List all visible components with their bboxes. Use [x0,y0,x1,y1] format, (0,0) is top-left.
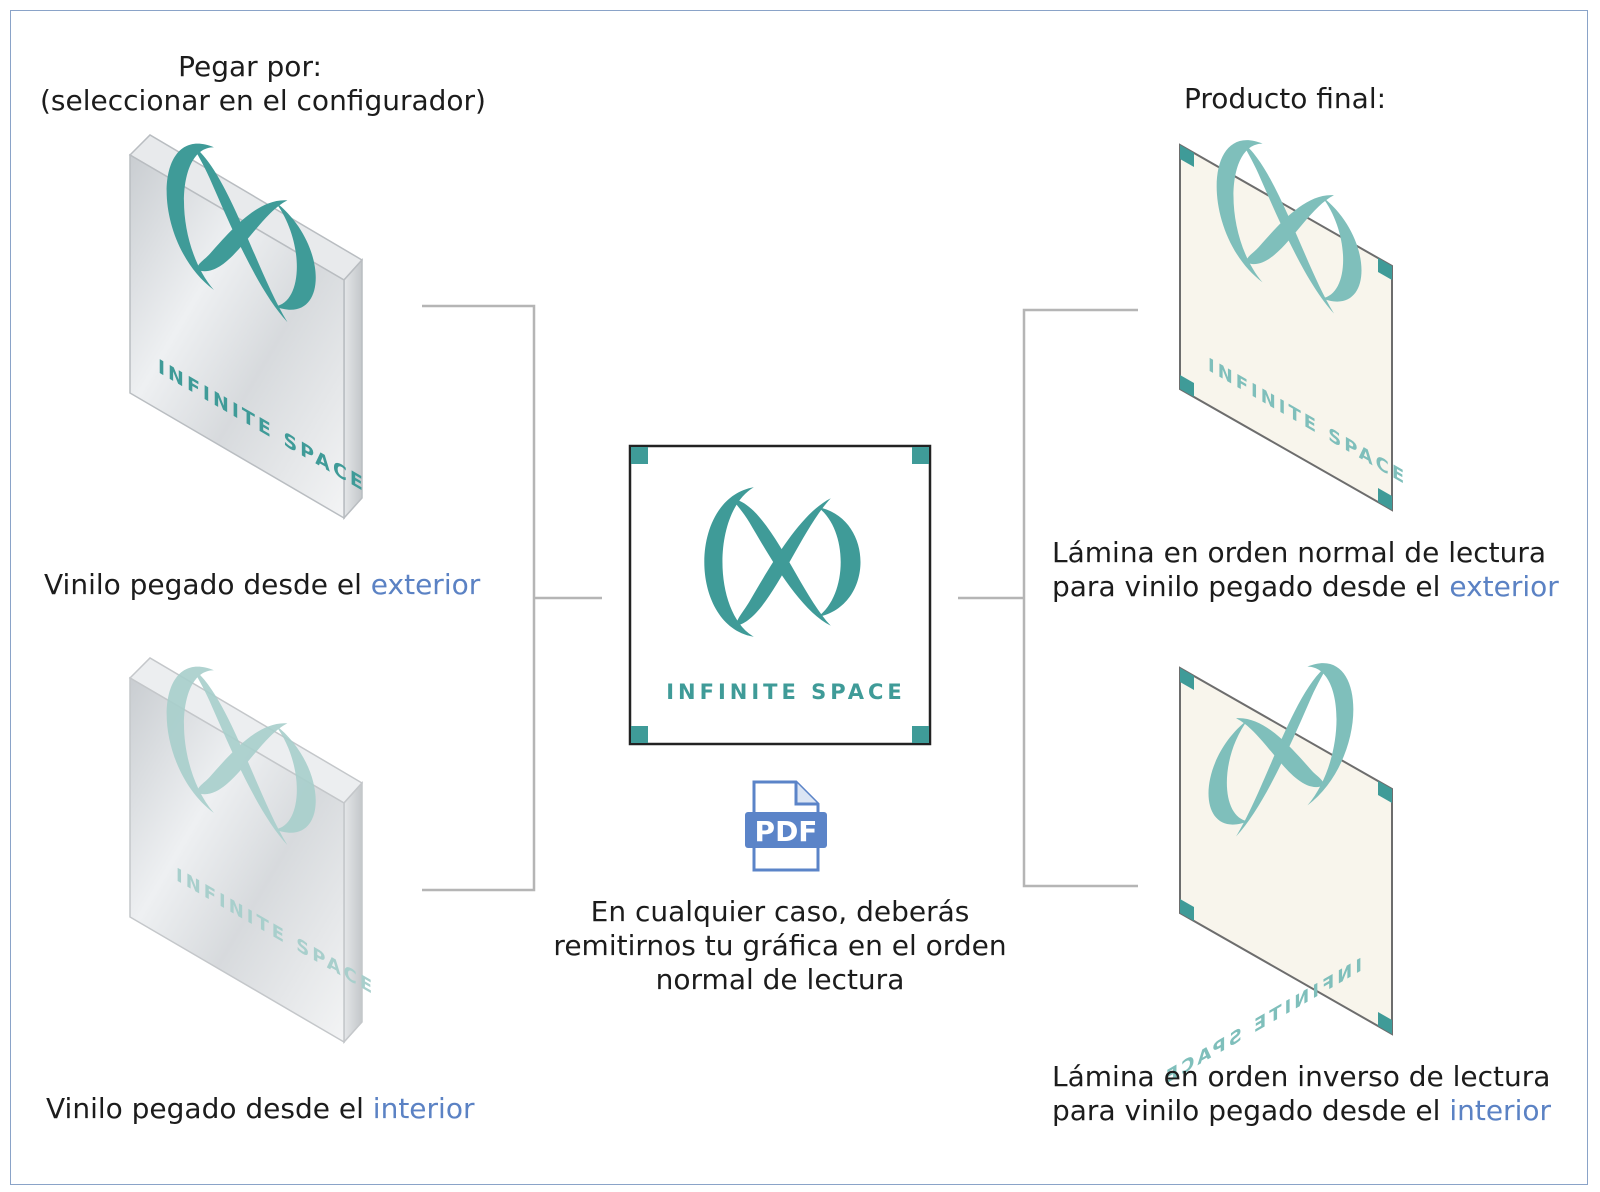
caption-exterior-prefix: Vinilo pegado desde el [44,568,371,601]
caption-exterior-highlight: exterior [370,568,481,601]
caption-interior: Vinilo pegado desde el interior [46,1092,474,1126]
caption-inverse-line1: Lámina en orden inverso de lectura [1052,1060,1551,1093]
caption-normal-sheet: Lámina en orden normal de lectura para v… [1052,536,1559,604]
pdf-label: PDF [755,815,818,848]
center-note-line1: En cualquier caso, deberás [590,895,970,928]
glass-block-exterior: INFINITE SPACE [128,119,366,520]
right-heading: Producto final: [1183,82,1387,115]
left-heading-line2: (seleccionar en el configurador) [40,84,486,117]
diagram-frame [10,10,1588,1185]
caption-normal-line2-highlight: exterior [1449,570,1559,603]
center-artwork-sheet: INFINITE SPACE [628,444,932,746]
center-logo-text: INFINITE SPACE [666,680,906,704]
pdf-file-icon: PDF [745,780,827,872]
caption-interior-prefix: Vinilo pegado desde el [46,1092,373,1125]
center-note: En cualquier caso, deberás remitirnos tu… [540,895,1020,997]
caption-inverse-sheet: Lámina en orden inverso de lectura para … [1052,1060,1551,1128]
caption-interior-highlight: interior [372,1092,475,1125]
connector-lines [422,304,1138,892]
center-note-line2: remitirnos tu gráfica en el orden [553,929,1007,962]
left-heading-line1: Pegar por: [178,50,322,83]
glass-block-interior: INFINITE SPACE [128,642,375,1044]
sheet-normal-reading: INFINITE SPACE [1179,117,1407,512]
caption-normal-line2-prefix: para vinilo pegado desde el [1052,570,1450,603]
center-note-line3: normal de lectura [655,963,905,996]
sheet-inverse-reading: INFINITE SPACE [1163,640,1393,1090]
left-heading: Pegar por: (seleccionar en el configurad… [40,50,486,118]
caption-inverse-line2-prefix: para vinilo pegado desde el [1052,1094,1450,1127]
caption-normal-line1: Lámina en orden normal de lectura [1052,536,1546,569]
caption-exterior: Vinilo pegado desde el exterior [44,568,480,602]
caption-inverse-line2-highlight: interior [1449,1094,1551,1127]
